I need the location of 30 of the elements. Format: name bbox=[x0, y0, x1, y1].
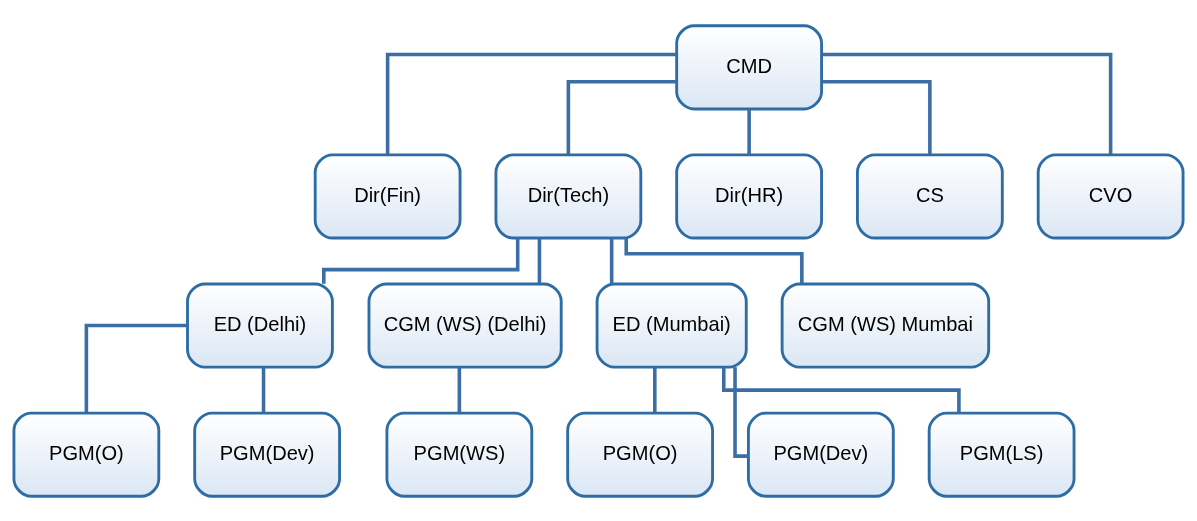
node-box: PGM(Dev) bbox=[193, 411, 341, 498]
connector bbox=[733, 366, 749, 458]
connector bbox=[457, 367, 462, 413]
connector bbox=[261, 367, 266, 413]
node-box: CMD bbox=[675, 23, 823, 110]
node-box: Dir(HR) bbox=[675, 152, 823, 239]
node-box: CGM (WS) (Delhi) bbox=[367, 282, 563, 369]
node-box: Dir(Fin) bbox=[313, 152, 462, 239]
connector bbox=[566, 79, 677, 154]
connector bbox=[609, 238, 614, 284]
node-box: CVO bbox=[1036, 152, 1185, 239]
connector bbox=[84, 323, 188, 412]
connector bbox=[537, 238, 542, 284]
connector bbox=[747, 109, 751, 154]
node-box: PGM(O) bbox=[566, 411, 714, 498]
node-box: PGM(O) bbox=[12, 411, 161, 498]
node-box: ED (Mumbai) bbox=[595, 282, 748, 369]
node-box: CS bbox=[856, 152, 1004, 239]
connector bbox=[653, 367, 657, 413]
node-box: CGM (WS) Mumbai bbox=[780, 282, 991, 369]
node-box: PGM(Dev) bbox=[746, 411, 895, 498]
connector bbox=[821, 52, 1113, 155]
node-box: Dir(Tech) bbox=[494, 152, 643, 239]
connector bbox=[385, 52, 677, 155]
node-box: ED (Delhi) bbox=[186, 282, 334, 369]
connector bbox=[322, 237, 520, 284]
node-box: PGM(WS) bbox=[385, 411, 534, 498]
connector bbox=[821, 79, 932, 154]
connector bbox=[624, 237, 804, 284]
node-box: PGM(LS) bbox=[927, 411, 1076, 498]
